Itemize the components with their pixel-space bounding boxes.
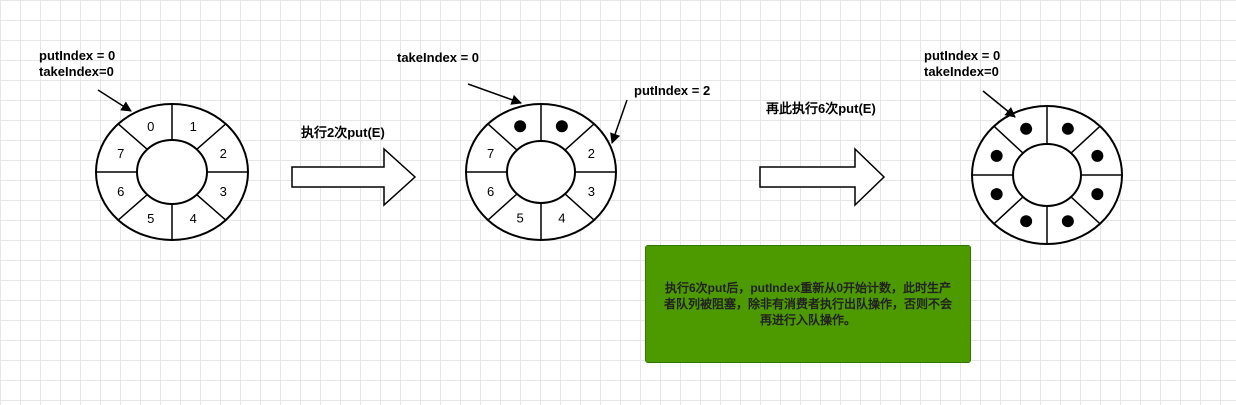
pointer-arrow-3 bbox=[982, 90, 1016, 118]
ring2-slot-6-label: 6 bbox=[487, 184, 494, 199]
ring1-divider bbox=[196, 194, 227, 221]
ring2-takeindex-label: takeIndex = 0 bbox=[397, 50, 480, 65]
ring1-slot-5-label: 5 bbox=[147, 211, 154, 226]
ring3-slot-0-element bbox=[1020, 122, 1033, 135]
ring1-slot-3-label: 3 bbox=[220, 184, 227, 199]
explanation-note-text: 执行6次put后，putIndex重新从0开始计数，此时生产者队列被阻塞，除非有… bbox=[663, 281, 952, 327]
ring1-takeindex-label: takeIndex=0 bbox=[39, 64, 114, 79]
ring1-slot-2-label: 2 bbox=[220, 146, 227, 161]
ring2-divider bbox=[487, 123, 518, 151]
ring2-divider bbox=[564, 193, 595, 221]
ring3-divider bbox=[1070, 125, 1101, 154]
ring-buffer-1: 0 1 2 3 4 5 6 7 bbox=[95, 103, 249, 241]
step1-label: 执行2次put(E) bbox=[301, 125, 385, 140]
ring3-slot-7-element bbox=[990, 149, 1003, 162]
ring1-slot-0-label: 0 bbox=[147, 119, 154, 134]
ring1-slot-6-label: 6 bbox=[117, 184, 124, 199]
ring3-divider bbox=[1070, 196, 1101, 225]
step-arrow-2 bbox=[759, 147, 886, 207]
ring3-slot-3-element bbox=[1091, 188, 1104, 201]
step2-label: 再此执行6次put(E) bbox=[766, 101, 876, 116]
ring1-putindex-label: putIndex = 0 bbox=[39, 48, 116, 63]
ring1-slot-1-label: 1 bbox=[190, 119, 197, 134]
ring2-slot-1-element bbox=[555, 120, 568, 133]
ring3-slot-2-element bbox=[1091, 149, 1104, 162]
ring2-slot-2-label: 2 bbox=[588, 146, 595, 161]
ring1-slot-4-label: 4 bbox=[190, 211, 197, 226]
ring3-slot-4-element bbox=[1061, 215, 1074, 228]
explanation-note: 执行6次put后，putIndex重新从0开始计数，此时生产者队列被阻塞，除非有… bbox=[645, 245, 971, 363]
ring3-divider bbox=[993, 196, 1024, 225]
ring3-slot-6-element bbox=[990, 188, 1003, 201]
ring-buffer-2: 2 3 4 5 6 7 bbox=[465, 103, 617, 241]
pointer-arrow-1 bbox=[97, 89, 132, 112]
ring3-putindex-label: putIndex = 0 bbox=[924, 48, 1001, 63]
ring2-slot-0-element bbox=[514, 120, 527, 133]
ring1-inner-ring bbox=[136, 139, 208, 205]
ring1-divider bbox=[117, 123, 148, 150]
ring2-inner-ring bbox=[506, 140, 576, 204]
pointer-arrow-take-2 bbox=[467, 83, 522, 105]
ring2-slot-7-label: 7 bbox=[487, 146, 494, 161]
step-arrow-1 bbox=[291, 147, 417, 207]
ring3-inner-ring bbox=[1012, 143, 1082, 207]
ring2-divider bbox=[487, 193, 518, 221]
ring2-slot-3-label: 3 bbox=[588, 184, 595, 199]
ring2-putindex-label: putIndex = 2 bbox=[634, 83, 711, 98]
pointer-arrow-put-2 bbox=[610, 99, 628, 144]
ring1-divider bbox=[196, 123, 227, 150]
ring3-slot-5-element bbox=[1020, 215, 1033, 228]
ring2-slot-4-label: 4 bbox=[558, 211, 565, 226]
ring2-slot-5-label: 5 bbox=[517, 211, 524, 226]
ring3-takeindex-label: takeIndex=0 bbox=[924, 64, 999, 79]
ring3-slot-1-element bbox=[1061, 122, 1074, 135]
ring2-divider bbox=[564, 123, 595, 151]
ring1-slot-7-label: 7 bbox=[117, 146, 124, 161]
ring3-divider bbox=[993, 125, 1024, 154]
ring-buffer-3 bbox=[971, 105, 1123, 245]
ring1-divider bbox=[117, 194, 148, 221]
